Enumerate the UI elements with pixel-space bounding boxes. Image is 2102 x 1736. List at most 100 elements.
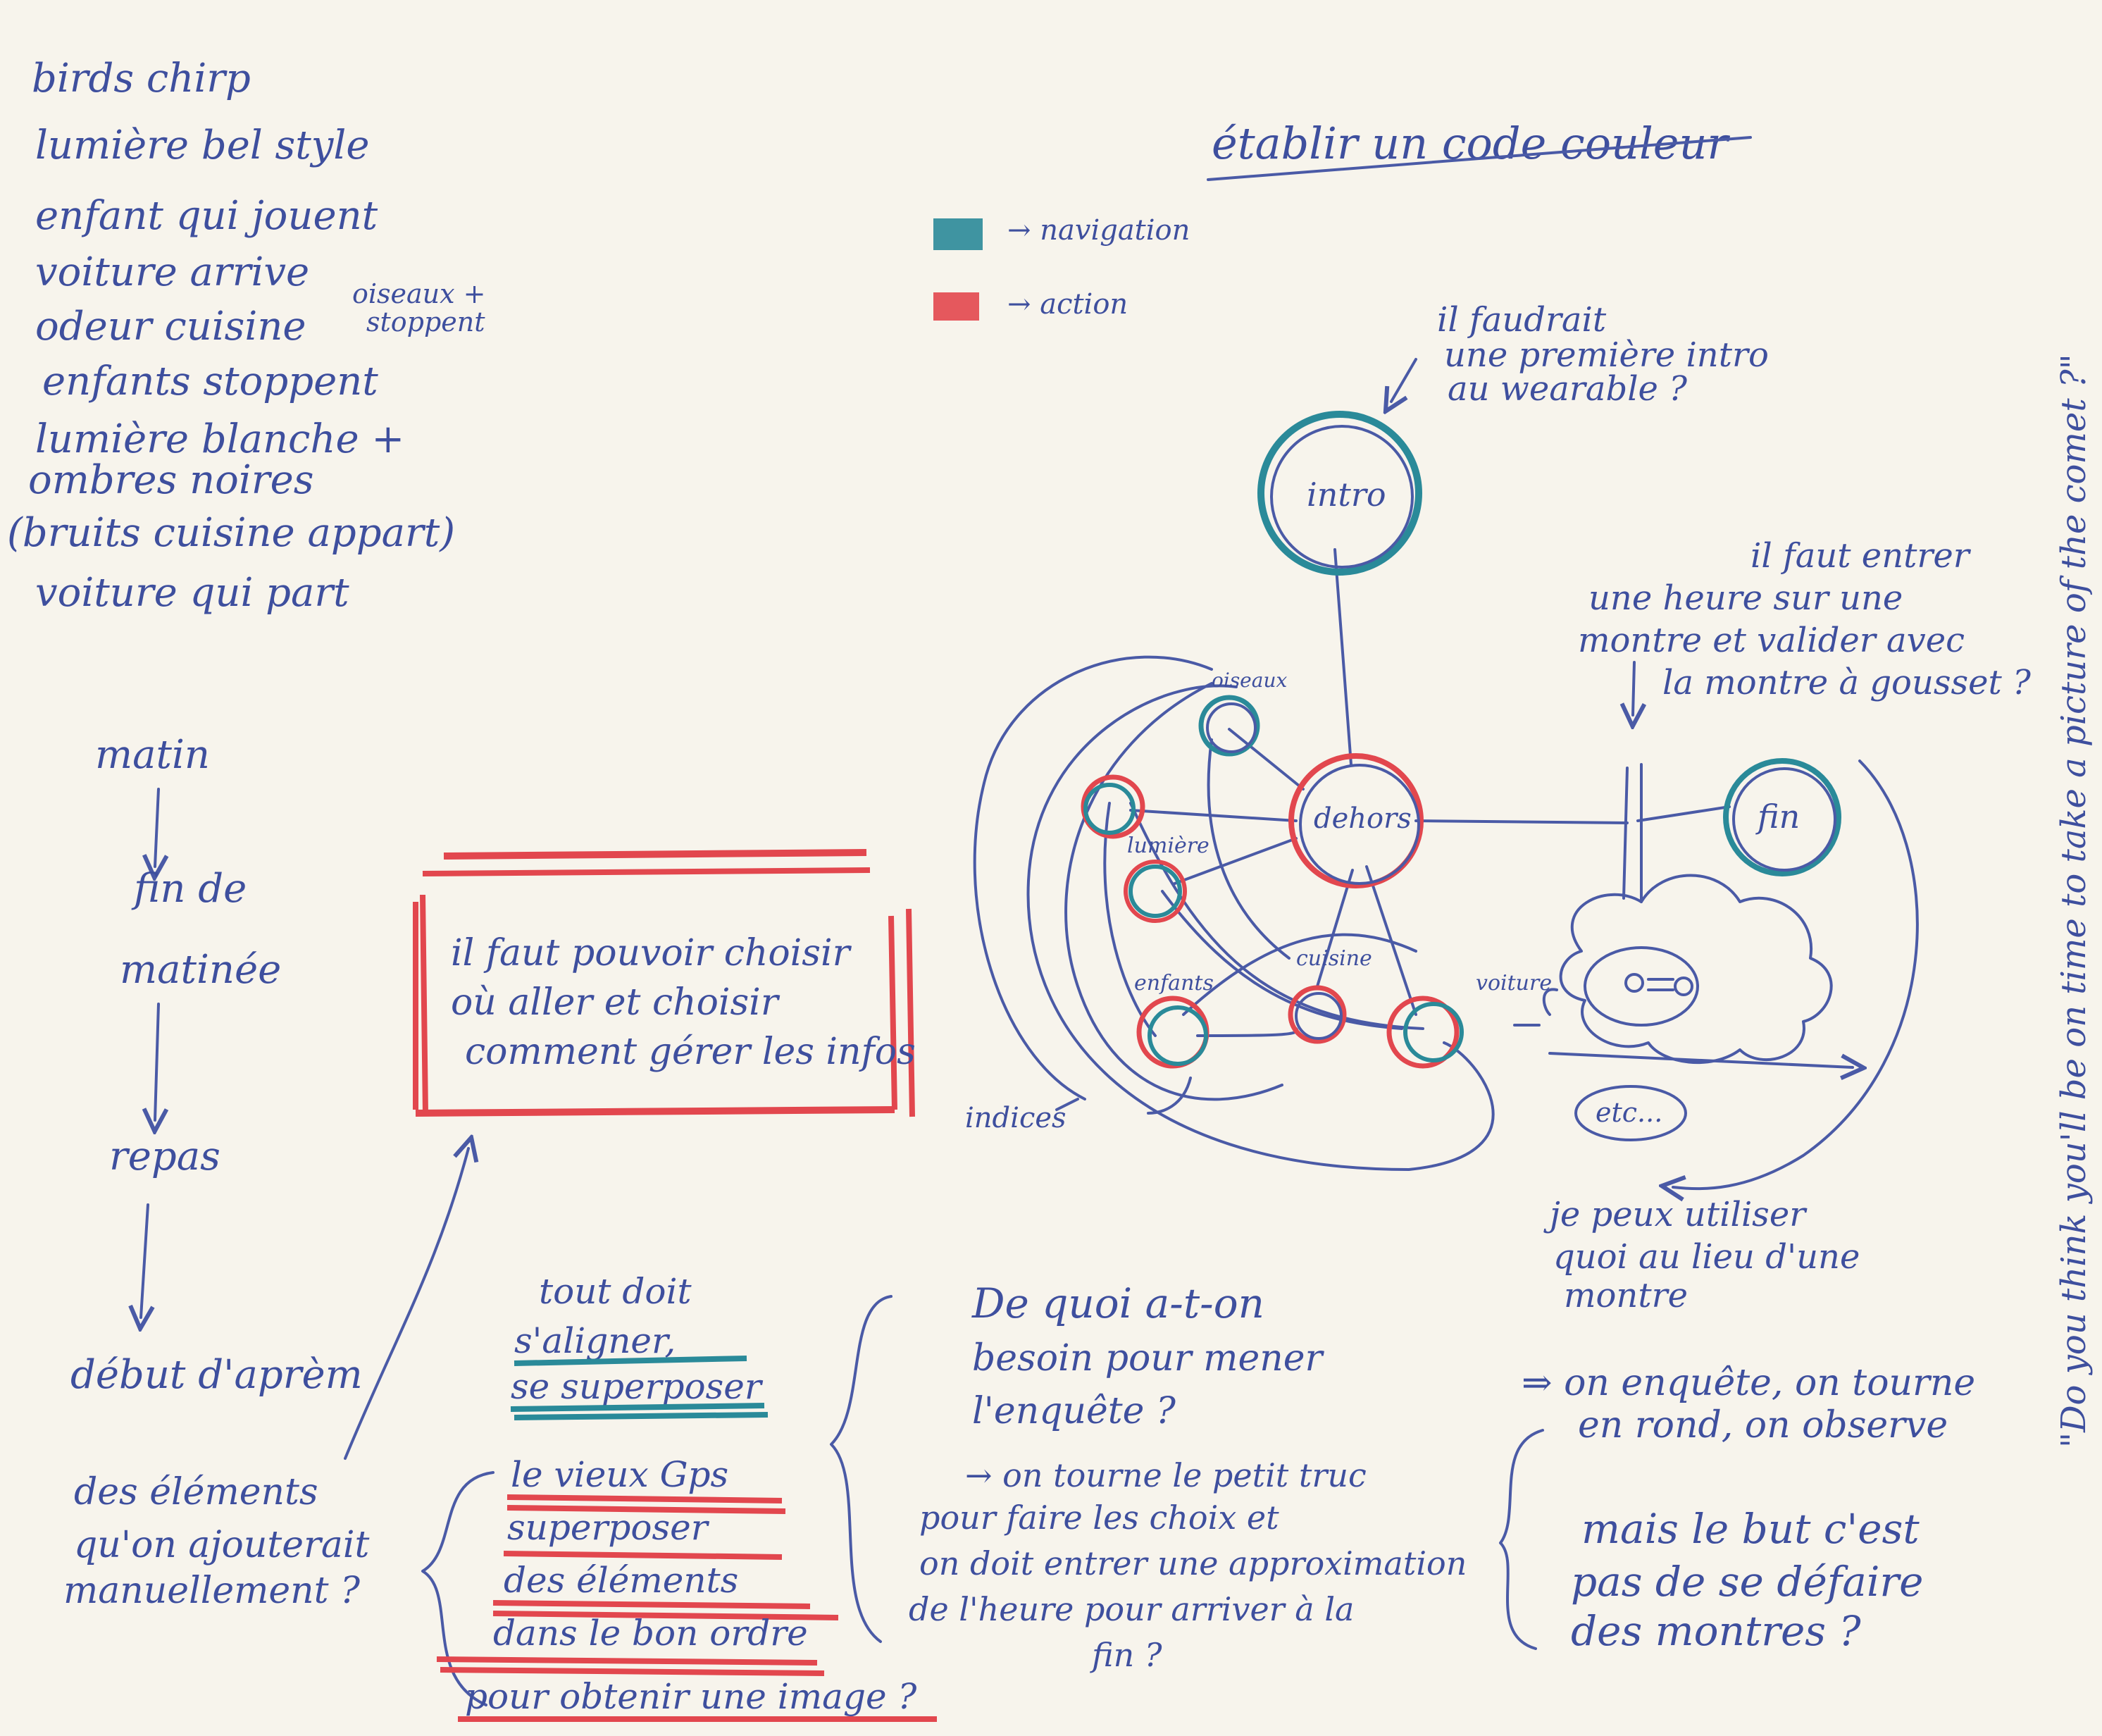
note-line: une heure sur une: [1588, 578, 1903, 618]
node-cuisine-inner: [1295, 992, 1343, 1040]
cloud-doodle: etc...: [1513, 760, 1919, 1189]
arrow-stub: [1055, 1098, 1079, 1111]
arrow: [1633, 661, 1634, 715]
note-line: en rond, on observe: [1578, 1404, 1948, 1446]
arrow: [1391, 358, 1417, 402]
legend-swatch-red: [933, 292, 979, 321]
edge-loop: [1064, 682, 1283, 1101]
manual-note: des éléments qu'on ajouterait manuelleme…: [63, 1148, 468, 1612]
edge: [1316, 869, 1354, 988]
red-underline: [503, 1551, 783, 1560]
legend-label: → navigation: [1007, 214, 1190, 247]
brace: [421, 1471, 495, 1706]
edge: [1129, 809, 1298, 822]
note-line: la montre à gousset ?: [1662, 663, 2031, 702]
note-line: des montres ?: [1571, 1607, 1861, 1655]
note-besoin: De quoi a-t-on besoin pour mener l'enquê…: [830, 1279, 1467, 1674]
note-line: manuellement ?: [63, 1570, 361, 1612]
node-voiture: [1386, 996, 1460, 1069]
list-item: (bruits cuisine appart): [7, 510, 455, 556]
face-eye: [1674, 976, 1693, 996]
node-enfants-inner: [1148, 1005, 1208, 1066]
edge: [1147, 1077, 1192, 1115]
node-label: cuisine: [1296, 946, 1372, 971]
red-box: il faut pouvoir choisir où aller et choi…: [413, 849, 916, 1117]
note-hour: il faut entrer une heure sur une montre …: [1578, 536, 2031, 715]
red-stroke: [888, 908, 915, 1117]
node-label: voiture: [1476, 971, 1552, 996]
list-item: odeur cuisine: [35, 304, 306, 349]
node-unnamed-inner: [1083, 783, 1136, 835]
edge-intro-dehors: [1333, 548, 1352, 766]
note-line: je peux utiliser: [1543, 1195, 1808, 1234]
list-item: lumière blanche +: [35, 416, 404, 462]
arrow-to-box: [344, 1148, 468, 1460]
edge-gate-fin: [1636, 805, 1731, 822]
note-line: le vieux Gps: [511, 1454, 728, 1495]
left-list: birds chirp lumière bel style enfant qui…: [7, 56, 486, 616]
timeline-arrow: [155, 788, 158, 867]
note-line: il faut entrer: [1750, 536, 1972, 576]
side-note: stoppent: [366, 306, 485, 337]
timeline-step: matin: [95, 732, 210, 778]
note-line: dans le bon ordre: [493, 1613, 808, 1654]
timeline-step: début d'aprèm: [70, 1352, 363, 1398]
note-line: il faudrait: [1437, 300, 1607, 340]
note-line: mais le but c'est: [1581, 1505, 1920, 1553]
note-intro: il faudrait une première intro au wearab…: [1391, 300, 1769, 409]
timeline-step: matinée: [120, 947, 281, 993]
node-dehors: [1288, 753, 1424, 888]
note-line: quoi au lieu d'une: [1553, 1237, 1860, 1277]
edge: [1207, 738, 1291, 960]
list-item: enfant qui jouent: [35, 193, 378, 239]
gate: [1622, 763, 1643, 903]
timeline-step: fin de: [131, 866, 247, 912]
list-item: voiture qui part: [35, 570, 349, 616]
title-underline: [1207, 136, 1752, 181]
note-line: au wearable ?: [1448, 369, 1687, 409]
node-label: intro: [1307, 476, 1386, 514]
note-line: ⇒ on enquête, on tourne: [1522, 1362, 1975, 1404]
etc-bubble: [1574, 1085, 1687, 1141]
timeline-arrow: [155, 1003, 158, 1120]
timeline: matin fin de matinée repas début d'aprèm: [70, 732, 363, 1398]
edge: [1228, 728, 1305, 790]
note-line: De quoi a-t-on: [971, 1279, 1264, 1327]
edge-dehors-gate: [1414, 819, 1629, 824]
timeline-step: repas: [109, 1134, 220, 1179]
note-line: besoin pour mener: [972, 1337, 1325, 1380]
edge: [1182, 933, 1417, 1016]
red-underline: [492, 1600, 839, 1620]
note-line: pas de se défaire: [1571, 1558, 1923, 1606]
note-line: montre et valider avec: [1578, 621, 1965, 660]
node-label: enfants: [1134, 971, 1214, 996]
note-line: des éléments: [504, 1560, 738, 1601]
note-line: fin ?: [1090, 1636, 1162, 1674]
cloud-face: [1584, 946, 1699, 1027]
red-stroke: [422, 867, 871, 876]
note-line: pour faire les choix et: [919, 1499, 1279, 1537]
page-title: établir un code couleur: [1212, 118, 1730, 169]
edge-loop: [973, 655, 1213, 1100]
red-stroke: [413, 894, 428, 1114]
note-line: des éléments: [74, 1471, 318, 1513]
note-line: on doit entrer une approximation: [919, 1544, 1467, 1582]
red-stroke: [415, 1106, 895, 1117]
note-line: pour obtenir une image ?: [465, 1676, 917, 1717]
legend-swatch-teal: [933, 218, 983, 250]
note-line: qu'on ajouterait: [74, 1524, 369, 1566]
cloud-shape: [1559, 874, 1833, 1065]
note-line: → on tourne le petit truc: [965, 1456, 1367, 1494]
node-label: dehors: [1314, 802, 1412, 835]
face-mark: [1647, 978, 1674, 991]
node-cuisine: [1288, 985, 1347, 1044]
brace: [1499, 1429, 1544, 1650]
red-underline: [506, 1494, 786, 1514]
note-gps: le vieux Gps superposer des éléments dan…: [421, 1454, 937, 1722]
node-intro: [1257, 411, 1422, 576]
list-item: birds chirp: [32, 56, 251, 101]
note-line: se superposer: [511, 1366, 764, 1407]
timeline-arrow: [141, 1203, 148, 1318]
node-label: fin: [1755, 798, 1800, 836]
